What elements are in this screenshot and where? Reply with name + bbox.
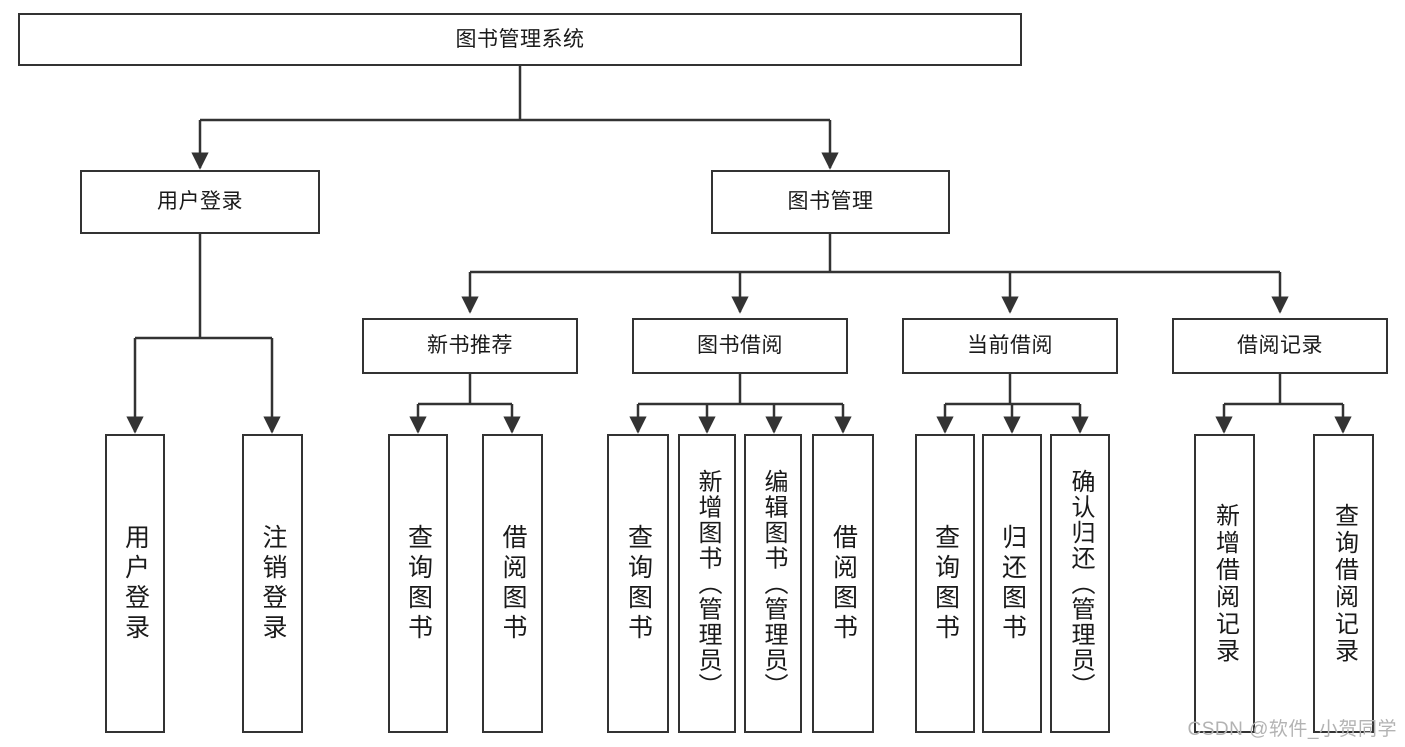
node-leaf-logout[interactable]: 注销登录	[242, 434, 303, 733]
node-borrow-records[interactable]: 借阅记录	[1172, 318, 1388, 374]
node-leaf-user-login-label: 用户登录	[121, 523, 150, 644]
node-current-borrow[interactable]: 当前借阅	[902, 318, 1118, 374]
node-leaf-user-login[interactable]: 用户登录	[105, 434, 165, 733]
node-leaf-query-book-borrow[interactable]: 查询图书	[607, 434, 669, 733]
node-user-login[interactable]: 用户登录	[80, 170, 320, 234]
node-root-label: 图书管理系统	[455, 27, 585, 51]
node-book-management-label: 图书管理	[787, 190, 874, 214]
node-leaf-edit-book-admin-label: 编辑图书（管理员）	[760, 468, 787, 699]
csdn-watermark: CSDN @软件_小贺同学	[1187, 719, 1397, 740]
node-leaf-add-borrow-record[interactable]: 新增借阅记录	[1194, 434, 1255, 733]
node-leaf-confirm-return-admin[interactable]: 确认归还（管理员）	[1050, 434, 1110, 733]
node-leaf-return-book[interactable]: 归还图书	[982, 434, 1042, 733]
node-current-borrow-label: 当前借阅	[967, 334, 1053, 358]
node-leaf-query-book-current-label: 查询图书	[931, 523, 960, 644]
node-leaf-logout-label: 注销登录	[259, 523, 287, 644]
node-book-borrow-label: 图书借阅	[697, 334, 783, 358]
node-leaf-query-book-borrow-label: 查询图书	[624, 523, 653, 644]
node-leaf-borrow-book-new[interactable]: 借阅图书	[482, 434, 543, 733]
node-leaf-return-book-label: 归还图书	[998, 523, 1027, 644]
node-user-login-label: 用户登录	[157, 190, 243, 214]
node-leaf-add-book-admin-label: 新增图书（管理员）	[694, 468, 721, 699]
node-leaf-edit-book-admin[interactable]: 编辑图书（管理员）	[744, 434, 802, 733]
node-leaf-borrow-book[interactable]: 借阅图书	[812, 434, 874, 733]
node-leaf-confirm-return-admin-label: 确认归还（管理员）	[1067, 468, 1094, 699]
node-leaf-add-borrow-record-label: 新增借阅记录	[1211, 502, 1239, 665]
node-new-book-recommend-label: 新书推荐	[427, 334, 513, 358]
node-leaf-query-borrow-record[interactable]: 查询借阅记录	[1313, 434, 1374, 733]
node-leaf-query-borrow-record-label: 查询借阅记录	[1330, 502, 1358, 665]
node-leaf-add-book-admin[interactable]: 新增图书（管理员）	[678, 434, 736, 733]
node-book-management[interactable]: 图书管理	[711, 170, 950, 234]
node-leaf-borrow-book-label: 借阅图书	[829, 523, 858, 644]
node-leaf-borrow-book-new-label: 借阅图书	[499, 523, 527, 644]
node-book-borrow[interactable]: 图书借阅	[632, 318, 848, 374]
node-leaf-query-book-current[interactable]: 查询图书	[915, 434, 975, 733]
node-leaf-query-book-new-label: 查询图书	[404, 523, 433, 644]
node-new-book-recommend[interactable]: 新书推荐	[362, 318, 578, 374]
node-root[interactable]: 图书管理系统	[18, 13, 1022, 66]
node-borrow-records-label: 借阅记录	[1237, 334, 1323, 358]
node-leaf-query-book-new[interactable]: 查询图书	[388, 434, 448, 733]
